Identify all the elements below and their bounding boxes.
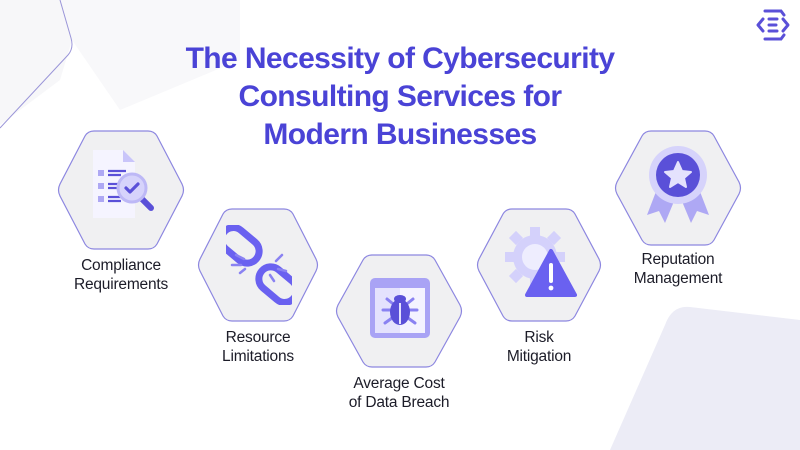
- document-check-magnifier-icon: [93, 150, 154, 218]
- title-line-2: Consulting Services for: [238, 80, 563, 113]
- gear-warning-icon: [505, 227, 577, 297]
- item-risk-mitigation: Risk Mitigation: [475, 207, 603, 372]
- item-label: Compliance Requirements: [73, 257, 169, 293]
- item-resource-limitations: Resource Limitations: [196, 207, 320, 367]
- item-average-cost-data-breach: Average Cost of Data Breach: [334, 253, 464, 413]
- item-label: Average Cost of Data Breach: [348, 375, 450, 411]
- page-title: The Necessity of Cybersecurity Consultin…: [150, 40, 650, 154]
- brand-logo-icon[interactable]: [755, 8, 791, 42]
- item-reputation-management: Reputation Management: [613, 129, 743, 294]
- item-compliance-requirements: Compliance Requirements: [56, 129, 186, 299]
- title-line-1: The Necessity of Cybersecurity: [185, 42, 615, 75]
- hexagon-frame: [197, 208, 319, 322]
- broken-chain-link-icon: [226, 225, 292, 305]
- title-line-3: Modern Businesses: [263, 118, 537, 151]
- item-label: Risk Mitigation: [506, 329, 572, 365]
- browser-bug-icon: [370, 278, 430, 338]
- item-label: Reputation Management: [633, 251, 723, 287]
- item-label: Resource Limitations: [222, 329, 294, 365]
- award-badge-star-icon: [647, 146, 709, 223]
